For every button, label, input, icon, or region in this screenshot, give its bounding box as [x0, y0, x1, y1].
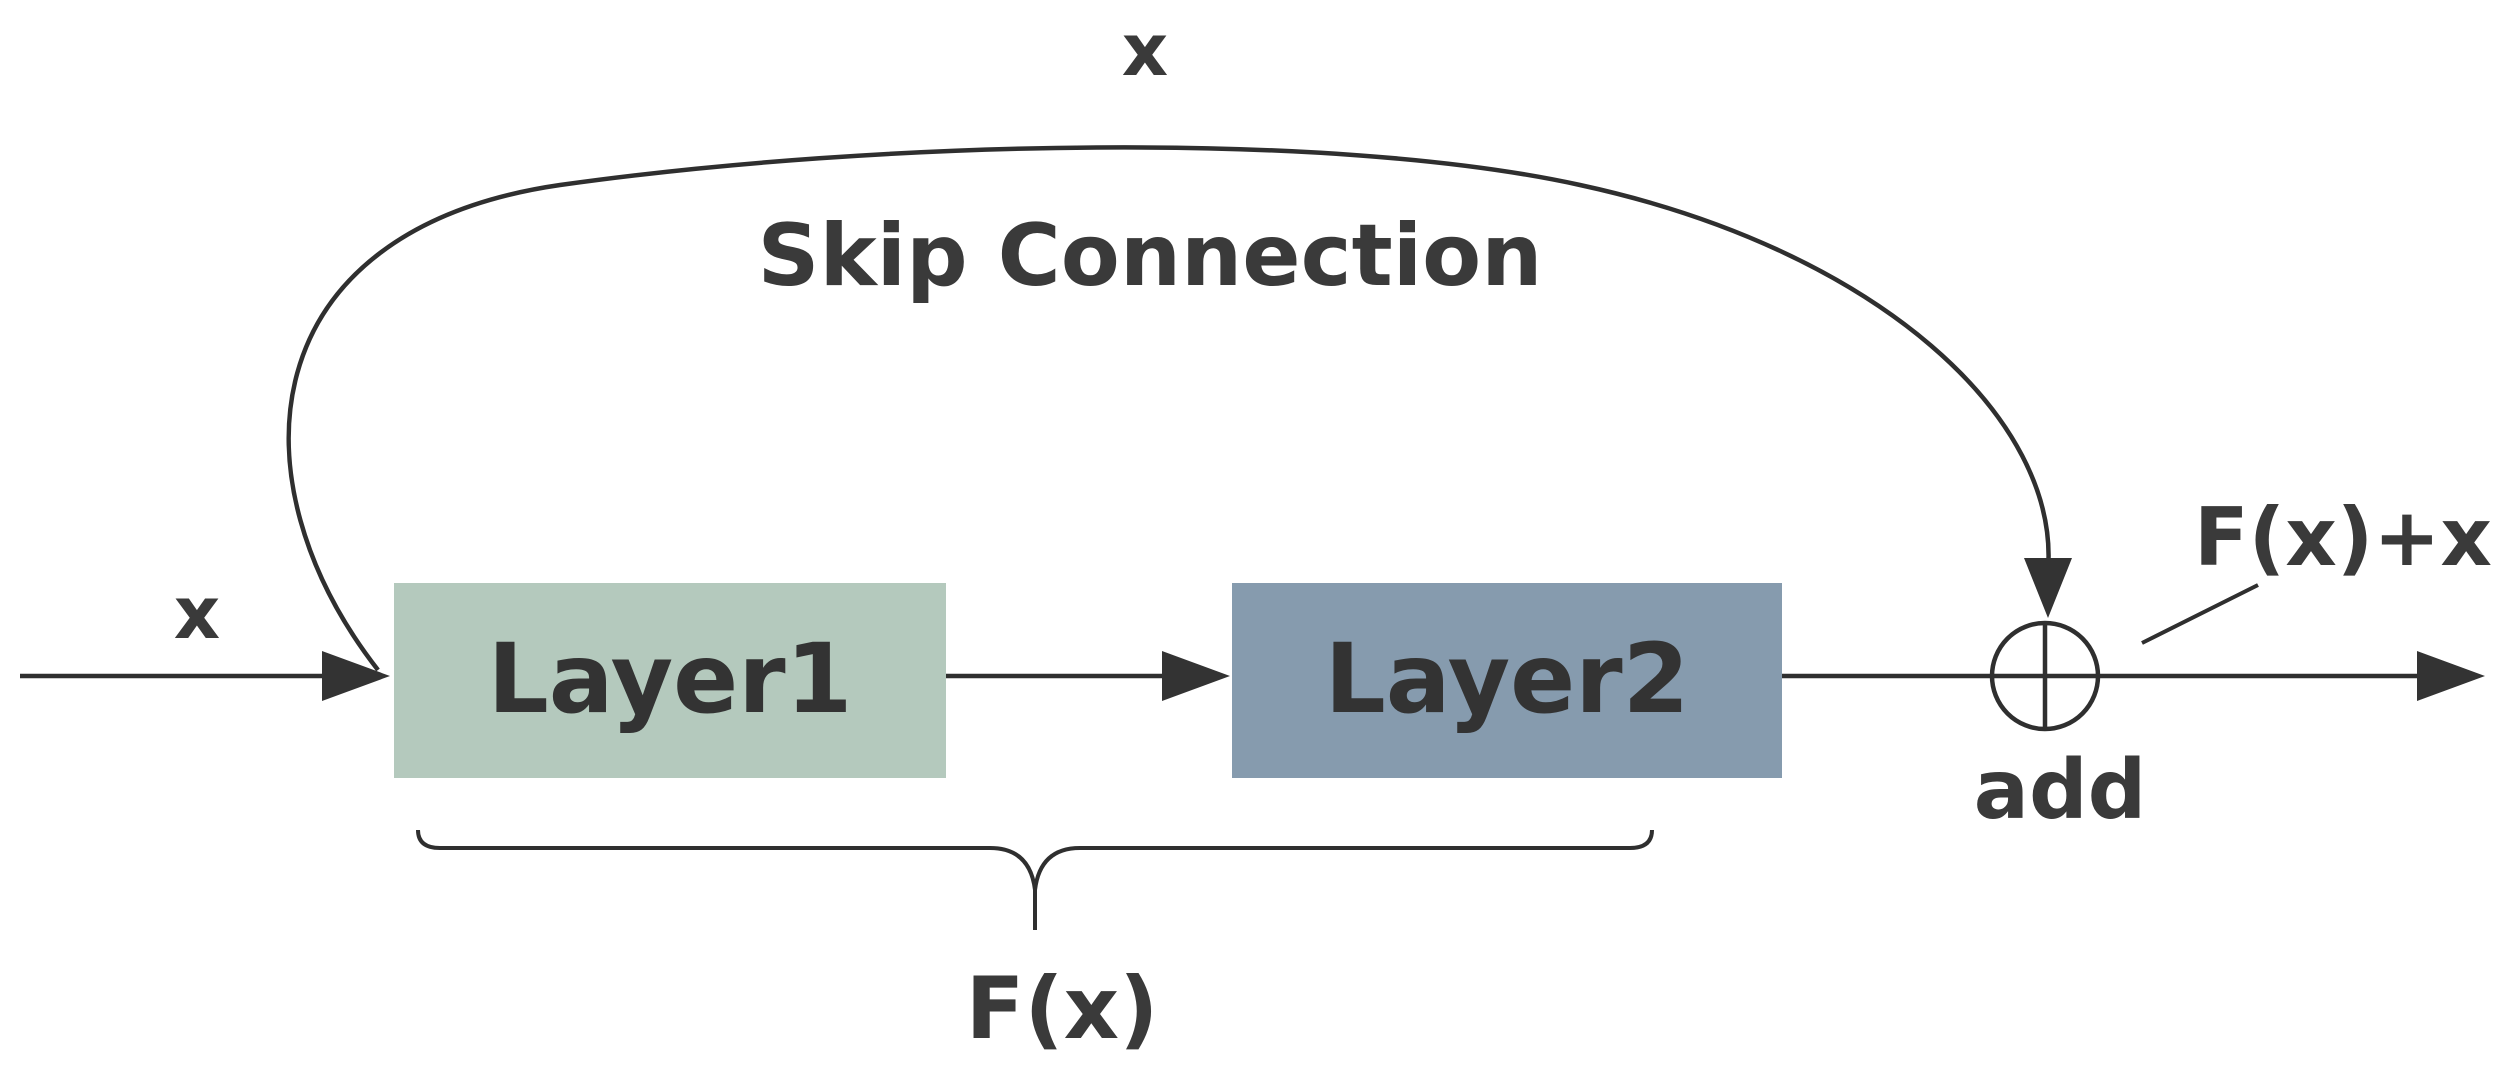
f-of-x-label: F(x) [966, 959, 1159, 1059]
input-label: x [174, 571, 220, 655]
layer1-to-layer2-arrowhead [1162, 651, 1230, 701]
output-label: F(x)+x [2194, 491, 2492, 584]
skip-connection-curve [286, 145, 2051, 672]
skip-arrowhead [2024, 558, 2072, 618]
skip-connection-label: Skip Connection [758, 206, 1543, 306]
f-of-x-brace [416, 829, 1654, 930]
output-arrowhead [2417, 651, 2485, 701]
layer1-box [394, 583, 946, 778]
layer1-label: Layer1 [488, 623, 853, 735]
input-arrowhead [322, 651, 390, 701]
output-label-leader [2141, 583, 2259, 645]
layer2-label: Layer2 [1325, 623, 1690, 735]
layer2-box [1232, 583, 1782, 778]
add-label: add [1974, 743, 2147, 838]
skip-top-label: x [1122, 8, 1168, 92]
